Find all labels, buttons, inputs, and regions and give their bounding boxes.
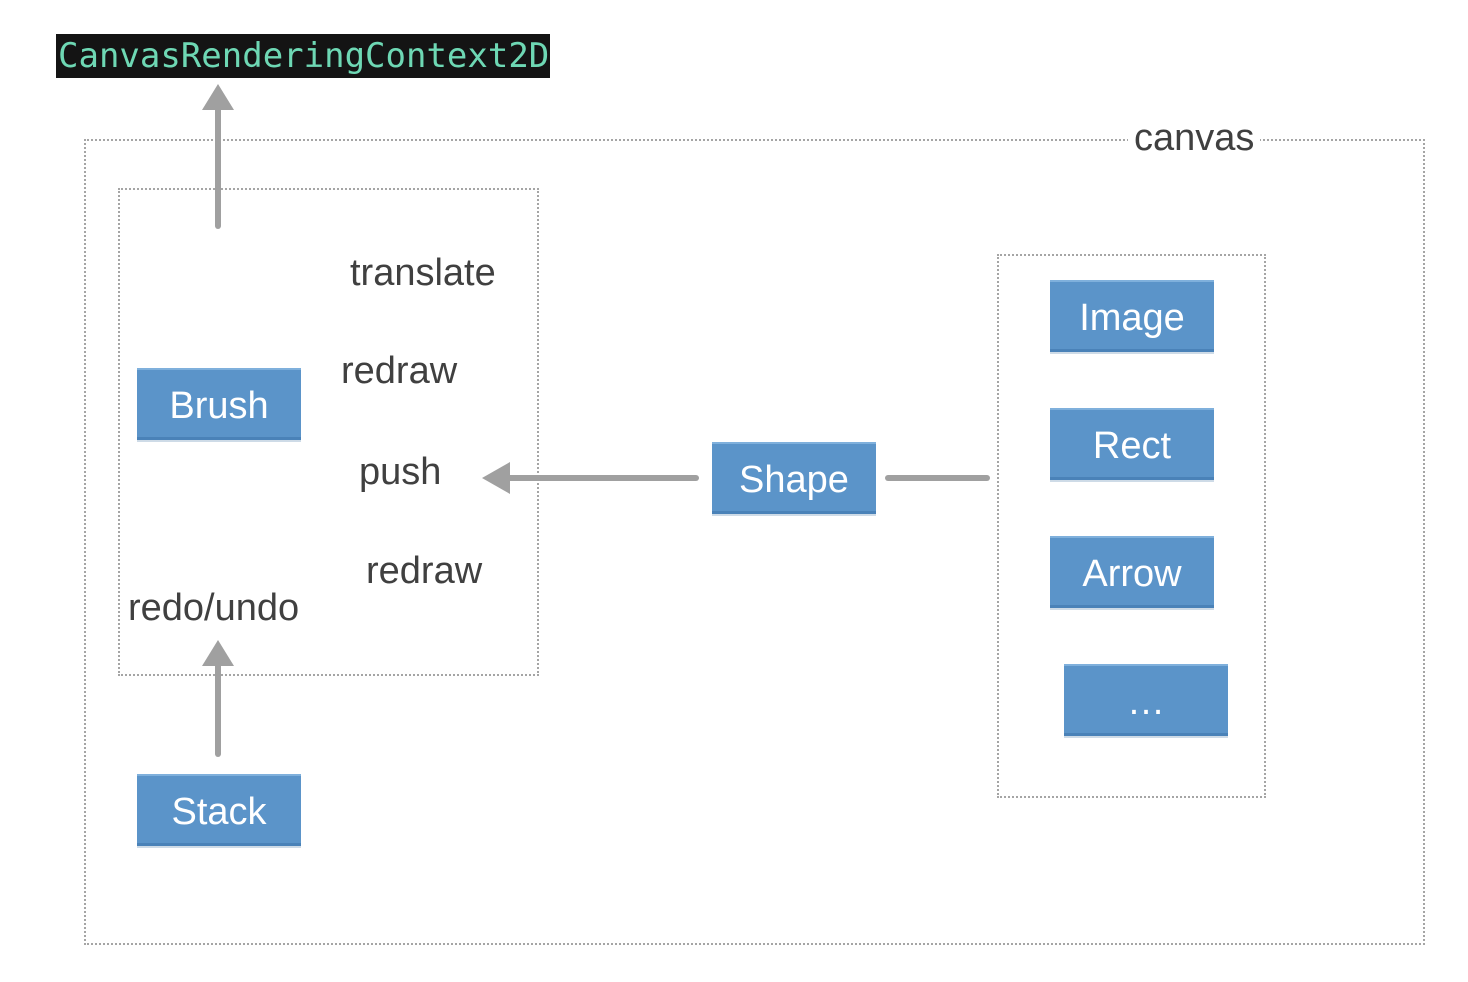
image-shape-node: Image (1050, 280, 1214, 352)
arrow-shape-node: Arrow (1050, 536, 1214, 608)
rect-shape-node: Rect (1050, 408, 1214, 480)
translate-label: translate (350, 252, 496, 294)
push-label: push (359, 451, 442, 493)
stack-node: Stack (137, 774, 301, 846)
canvas-frame-label: canvas (1128, 114, 1261, 162)
stack-to-brush-arrow (202, 640, 234, 757)
redraw-label-top: redraw (341, 350, 458, 392)
canvas-frame (84, 139, 1425, 945)
shape-to-push-arrow (482, 462, 699, 494)
brush-to-context-arrow (202, 84, 234, 229)
shape-types-frame (997, 254, 1266, 798)
canvas-rendering-context-label: CanvasRenderingContext2D (56, 34, 550, 78)
more-shapes-node: … (1064, 664, 1228, 736)
brush-group-frame (118, 188, 539, 676)
redo-undo-label: redo/undo (128, 587, 300, 629)
brush-node: Brush (137, 368, 301, 440)
redraw-label-bottom: redraw (366, 550, 483, 592)
shape-node: Shape (712, 442, 876, 514)
